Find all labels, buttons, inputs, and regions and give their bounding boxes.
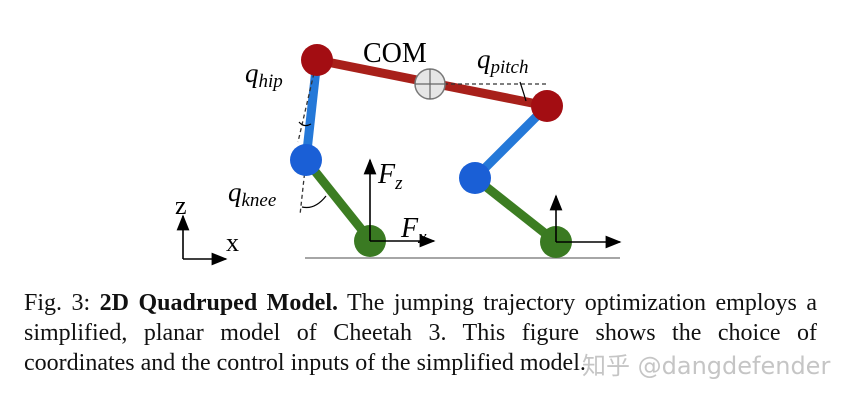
front-upper-leg — [301, 59, 322, 161]
rear-knee-joint — [459, 162, 491, 194]
figure-caption: Fig. 3: 2D Quadruped Model. The jumping … — [24, 288, 817, 378]
fz-label: Fz — [377, 159, 403, 194]
rear-hip-joint — [531, 90, 563, 122]
q-knee-label: qknee — [228, 177, 276, 211]
quadruped-figure: z x COM qhip qpitch qknee Fz Fx — [175, 38, 622, 266]
rear-upper-leg — [471, 102, 551, 182]
rear-lower-leg — [472, 174, 559, 246]
q-hip-label: qhip — [245, 58, 283, 92]
q-pitch-label: qpitch — [477, 44, 529, 78]
pitch-angle-arc — [519, 81, 527, 102]
caption-body: The jumping trajectory optimization empl… — [24, 290, 817, 376]
front-hip-joint — [301, 44, 333, 76]
caption-title: 2D Quadruped Model. — [99, 290, 338, 316]
axis-x-label: x — [226, 228, 239, 257]
com-marker — [414, 68, 446, 100]
caption-prefix: Fig. 3: — [24, 290, 100, 316]
axis-z-label: z — [175, 191, 187, 220]
front-knee-joint — [290, 144, 322, 176]
watermark: 知乎 @dangdefender — [582, 352, 831, 380]
hip-angle-arc — [298, 121, 312, 127]
com-label: COM — [363, 38, 427, 69]
fx-label: Fx — [400, 213, 427, 248]
knee-angle-arc — [301, 195, 327, 209]
front-lower-leg — [302, 157, 374, 243]
